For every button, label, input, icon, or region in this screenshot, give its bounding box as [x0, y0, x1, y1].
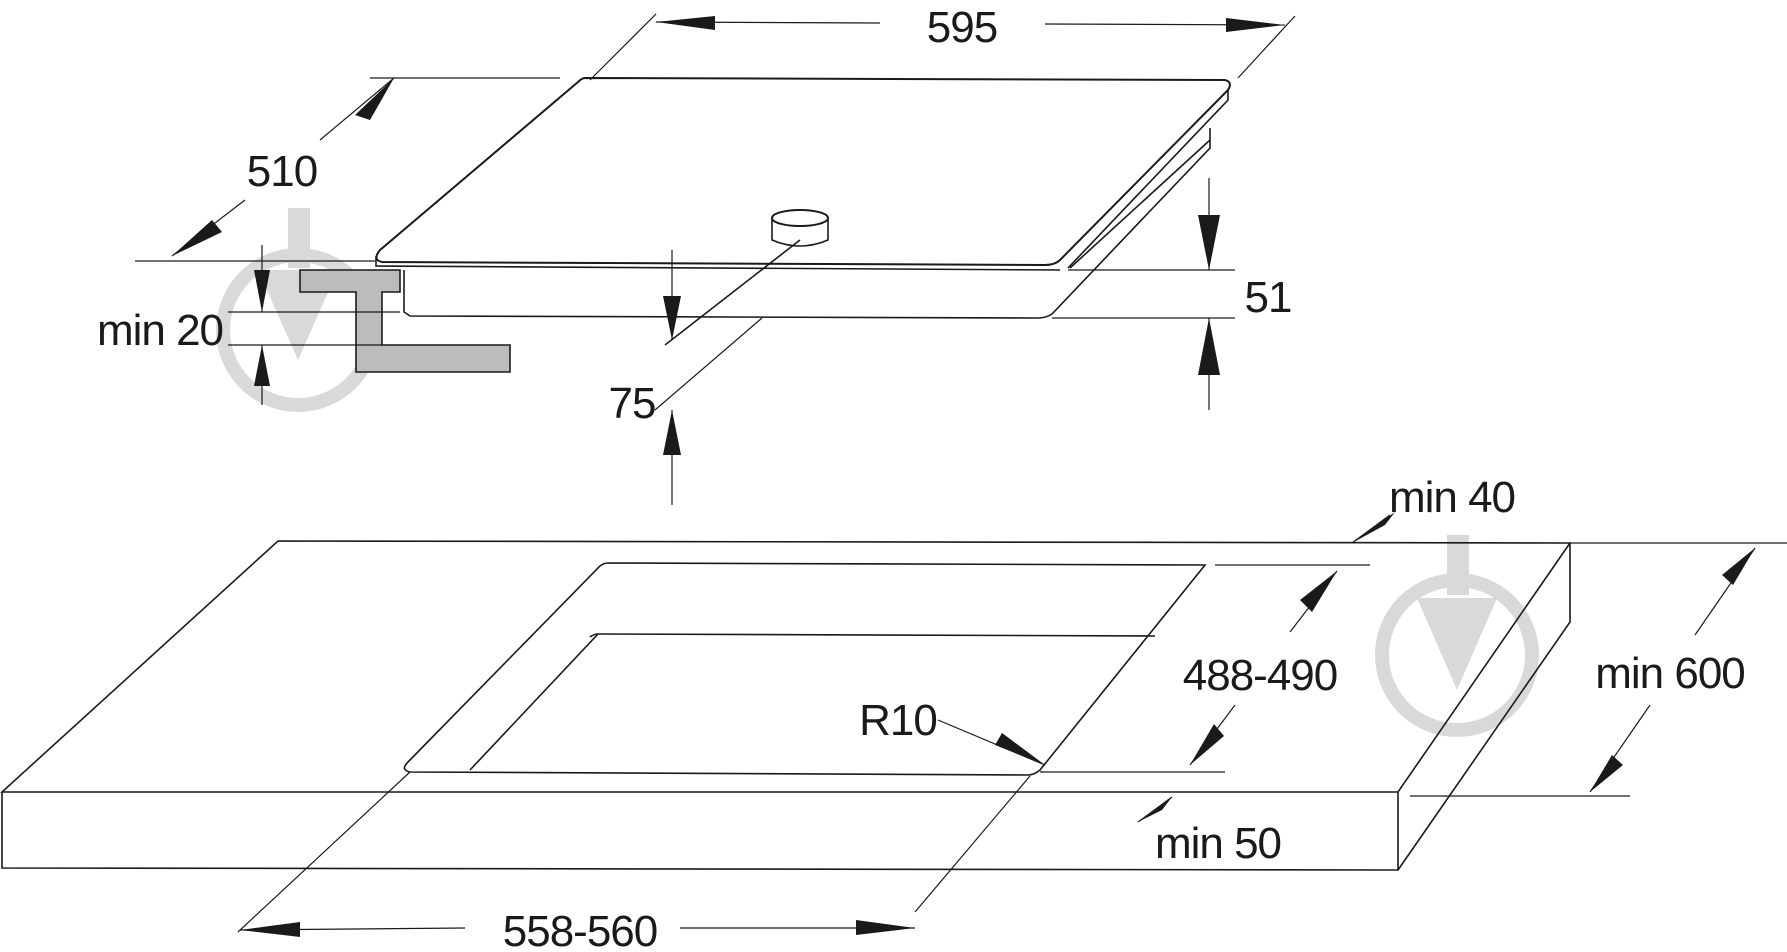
hob-glass-top — [375, 76, 1231, 267]
label-min40: min 40 — [1389, 473, 1515, 522]
label-min20: min 20 — [97, 306, 223, 355]
dim-558-560: 558-560 — [237, 771, 1031, 952]
hob-drawing — [299, 76, 1231, 373]
dim-595: 595 — [589, 3, 1296, 81]
dim-min600: min 600 — [1410, 542, 1787, 797]
label-min600: min 600 — [1595, 649, 1745, 698]
dim-488-490: 488-490 — [1040, 570, 1338, 773]
mounting-bracket — [299, 269, 511, 373]
label-min50: min 50 — [1155, 819, 1281, 868]
worktop-drawing — [0, 540, 1572, 871]
worktop-side — [1397, 543, 1571, 871]
watermark-logo-top — [216, 208, 380, 412]
dim-min40: min 40 — [1215, 473, 1516, 566]
cutout-outer — [403, 562, 1207, 776]
watermark-logo-bottom — [1375, 535, 1539, 737]
dim-75: 75 — [609, 250, 763, 505]
label-488-490: 488-490 — [1183, 651, 1337, 700]
label-510: 510 — [247, 147, 317, 196]
label-558-560: 558-560 — [503, 907, 657, 952]
dim-r10: R10 — [859, 696, 1046, 766]
worktop-front — [1, 792, 1399, 871]
label-595: 595 — [927, 3, 997, 52]
label-r10: R10 — [859, 696, 937, 745]
dim-min50: min 50 — [1137, 796, 1282, 868]
dim-51: 51 — [1052, 178, 1292, 410]
cutout-inner — [597, 633, 1156, 637]
label-75: 75 — [609, 379, 656, 428]
label-51: 51 — [1245, 273, 1292, 322]
hob-body — [403, 128, 1211, 319]
dim-min20: min 20 — [97, 245, 400, 405]
dim-510: 510 — [135, 77, 560, 262]
